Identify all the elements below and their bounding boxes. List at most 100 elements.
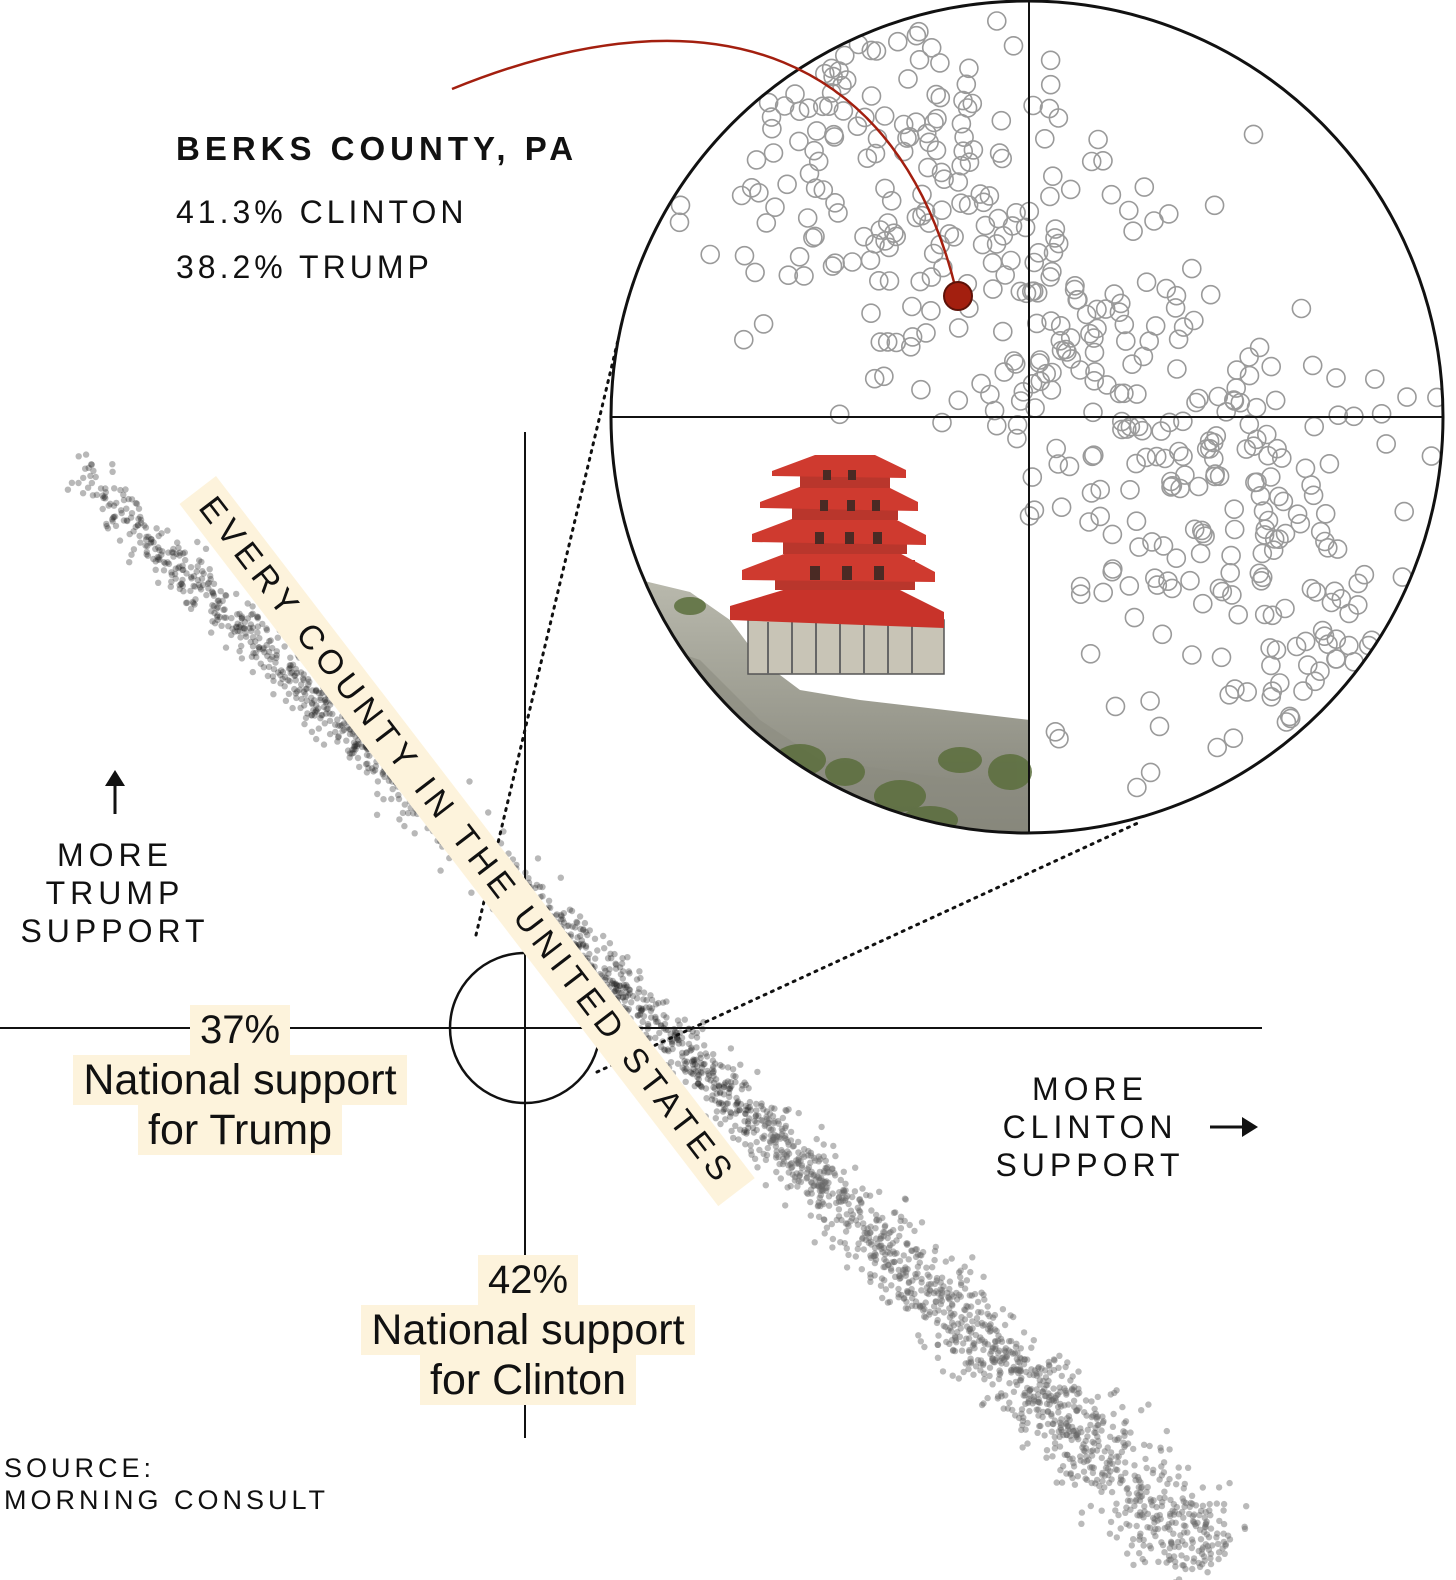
county-point [1057,1403,1065,1410]
inset-county-point [1027,313,1047,334]
county-point [241,625,248,632]
county-point [1166,1475,1173,1483]
county-point [828,1220,835,1228]
county-point [864,1230,871,1237]
county-point [300,676,307,684]
county-point [644,1020,652,1028]
county-point [625,986,633,993]
county-point [770,1136,777,1143]
county-point [1107,1454,1115,1461]
county-point [557,911,565,919]
county-point [1214,1540,1222,1548]
county-point [613,981,620,989]
county-point [346,750,354,757]
county-point [1169,1507,1176,1514]
county-point [820,1141,827,1148]
county-point [895,1294,902,1301]
county-point [690,1070,697,1078]
county-point [130,546,138,553]
county-point [912,1246,919,1253]
county-point [763,1108,770,1115]
county-point [231,628,238,635]
county-point [937,1286,944,1293]
county-point [981,1338,988,1345]
county-point [1166,1545,1174,1552]
county-point [1182,1541,1189,1548]
county-point [1074,1430,1082,1437]
county-point [660,1012,667,1019]
county-point [999,1354,1007,1361]
county-point [782,1122,790,1130]
county-point [312,688,319,695]
county-point [753,1126,760,1134]
county-point [334,716,341,723]
county-point [1031,1398,1038,1405]
county-point [765,1124,773,1132]
county-point [831,1172,839,1179]
county-point [991,1326,999,1333]
county-point [992,1343,999,1350]
county-point [192,596,199,603]
county-point [837,1198,845,1205]
inset-county-point [1079,512,1099,532]
county-point [998,1360,1005,1367]
county-point [785,1169,792,1176]
county-point [865,1234,873,1242]
county-point [159,548,166,555]
county-point [279,675,286,683]
inset-county-point [926,140,947,161]
county-point [872,1251,879,1259]
county-point [1015,1369,1022,1377]
county-point [769,1136,776,1144]
county-point [1010,1366,1018,1373]
county-point [1113,1387,1120,1394]
county-point [253,654,260,661]
county-point [744,1107,751,1114]
county-point [120,491,127,498]
county-point [320,741,328,748]
county-point [1035,1412,1042,1419]
county-point [940,1283,947,1290]
county-point [656,1029,663,1037]
county-point [1168,1539,1175,1546]
county-point [978,1401,986,1409]
county-point [934,1290,942,1297]
county-point [322,699,329,706]
inset-county-point [829,404,850,425]
county-point [909,1247,916,1255]
county-point [1127,1497,1134,1505]
county-point [778,1146,785,1154]
county-point [204,580,212,587]
inset-county-point [821,83,842,103]
county-point [1017,1345,1024,1352]
county-point [788,1164,795,1172]
county-point [261,649,268,656]
county-point [260,664,267,671]
inset-county-point [798,98,819,118]
county-point [876,1243,883,1250]
inset-county-point [1295,631,1316,652]
county-point [601,945,608,952]
county-point [947,1310,954,1317]
county-point [795,1109,802,1117]
county-point [1013,1381,1021,1389]
inset-county-point [854,226,874,247]
county-point [842,1180,849,1188]
county-point [1055,1428,1063,1435]
county-point [713,1108,721,1115]
county-point [241,618,249,626]
county-point [908,1247,915,1254]
county-point [1150,1529,1157,1536]
inset-county-point [1153,536,1174,556]
county-point [716,1089,724,1097]
clinton-national-line2: for Clinton [420,1355,636,1405]
county-point [265,663,273,671]
county-point [1180,1485,1188,1492]
county-point [1024,1440,1031,1447]
county-point [362,760,370,768]
county-point [1048,1410,1055,1418]
inset-county-point [765,197,785,217]
county-point [734,1098,742,1105]
county-point [1073,1407,1081,1415]
county-point [269,644,276,652]
